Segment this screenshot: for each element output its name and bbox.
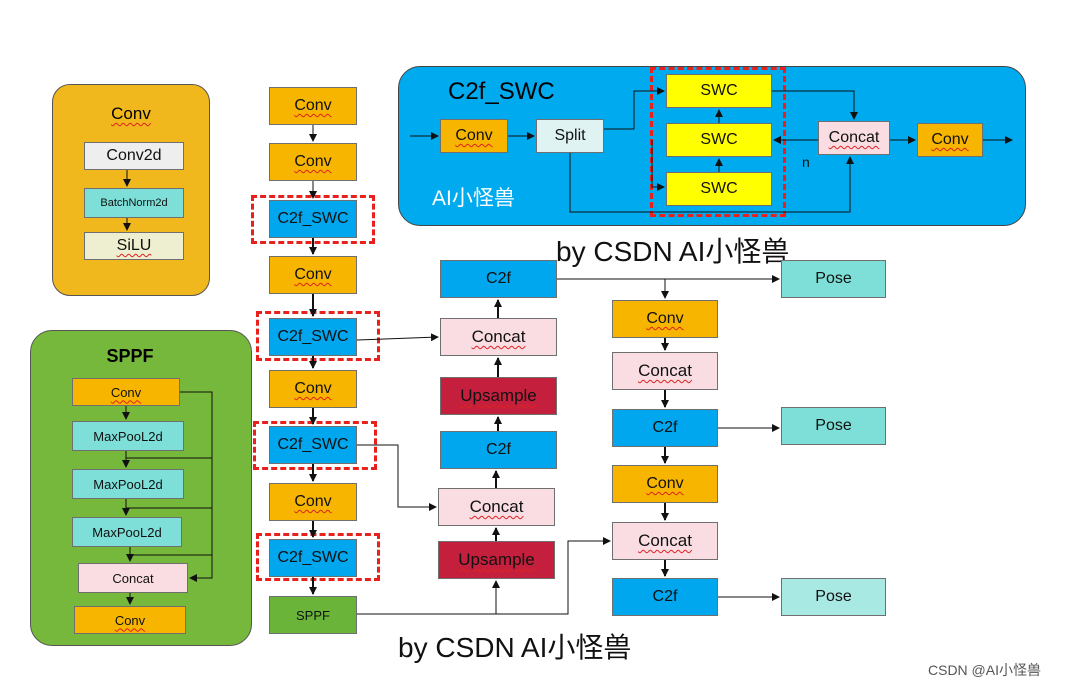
neck-left-concat-1: Concat — [440, 318, 557, 356]
neck-right-concat-2: Concat — [612, 522, 718, 560]
backbone-conv-1: Conv — [269, 87, 357, 125]
neck-left-upsample-1: Upsample — [440, 377, 557, 415]
swc-block-1: SWC — [666, 74, 772, 108]
swc-block-2: SWC — [666, 123, 772, 157]
sppf-conv-in: Conv — [72, 378, 180, 406]
c2f-swc-panel-title: C2f_SWC — [448, 78, 555, 105]
neck-right-conv-2: Conv — [612, 465, 718, 503]
c2f-swc-watermark: AI小怪兽 — [432, 187, 515, 210]
backbone-c2f-swc-1: C2f_SWC — [269, 200, 357, 238]
neck-left-upsample-2: Upsample — [438, 541, 555, 579]
c2f-swc-concat: Concat — [818, 121, 890, 155]
sppf-maxpool-1: MaxPooL2d — [72, 421, 184, 451]
pose-head-3: Pose — [781, 578, 886, 616]
neck-right-conv-1: Conv — [612, 300, 718, 338]
neck-left-concat-2: Concat — [438, 488, 555, 526]
neck-left-c2f-mid: C2f — [440, 431, 557, 469]
backbone-c2f-swc-3: C2f_SWC — [269, 426, 357, 464]
neck-right-c2f-2: C2f — [612, 578, 718, 616]
swc-repeat-label: n — [802, 154, 810, 170]
backbone-conv-2: Conv — [269, 143, 357, 181]
caption-corner: CSDN @AI小怪兽 — [928, 662, 1041, 678]
backbone-conv-5: Conv — [269, 483, 357, 521]
c2f-swc-split: Split — [536, 119, 604, 153]
swc-block-3: SWC — [666, 172, 772, 206]
caption-top: by CSDN AI小怪兽 — [556, 236, 790, 267]
backbone-c2f-swc-2-outline — [256, 311, 380, 361]
sppf-conv-out: Conv — [74, 606, 186, 634]
backbone-c2f-swc-4: C2f_SWC — [269, 539, 357, 577]
conv2d-block: Conv2d — [84, 142, 184, 170]
backbone-sppf: SPPF — [269, 596, 357, 634]
sppf-maxpool-3: MaxPooL2d — [72, 517, 182, 547]
caption-bottom: by CSDN AI小怪兽 — [398, 632, 632, 663]
c2f-swc-conv-in: Conv — [440, 119, 508, 153]
silu-block: SiLU — [84, 232, 184, 260]
backbone-c2f-swc-2: C2f_SWC — [269, 318, 357, 356]
batchnorm2d-block: BatchNorm2d — [84, 188, 184, 218]
pose-head-1: Pose — [781, 260, 886, 298]
conv-panel-title: Conv — [111, 104, 151, 123]
backbone-conv-4: Conv — [269, 370, 357, 408]
pose-head-2: Pose — [781, 407, 886, 445]
sppf-concat: Concat — [78, 563, 188, 593]
neck-left-c2f-top: C2f — [440, 260, 557, 298]
backbone-conv-3: Conv — [269, 256, 357, 294]
sppf-maxpool-2: MaxPooL2d — [72, 469, 184, 499]
sppf-panel-title: SPPF — [106, 346, 154, 366]
backbone-c2f-swc-4-outline — [256, 533, 380, 581]
neck-right-concat-1: Concat — [612, 352, 718, 390]
neck-right-c2f-1: C2f — [612, 409, 718, 447]
c2f-swc-conv-out: Conv — [917, 123, 983, 157]
